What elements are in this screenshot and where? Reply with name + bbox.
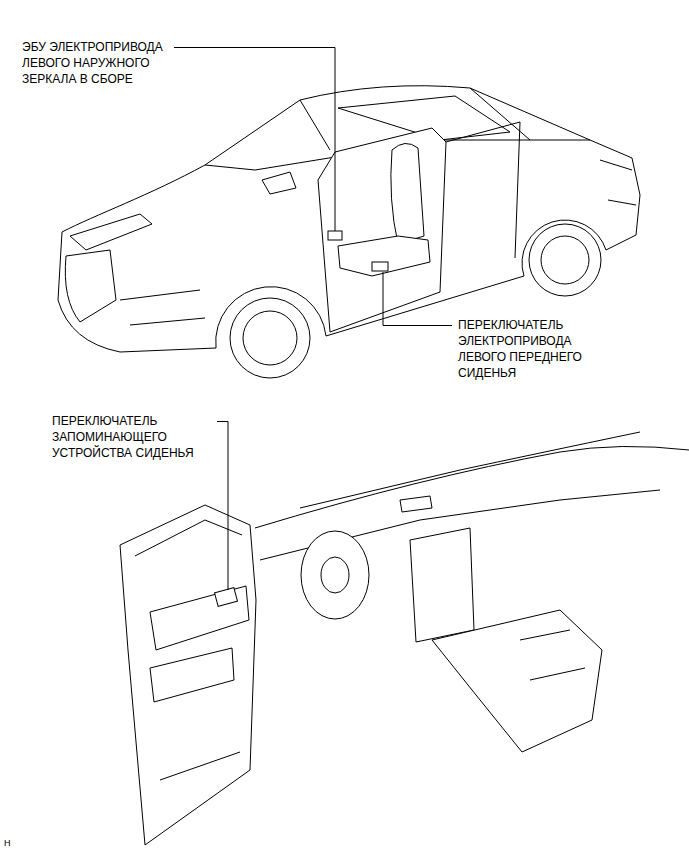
figure-code: H [4, 838, 34, 849]
headlight [70, 214, 152, 250]
front-wheel [230, 298, 310, 378]
armrest [150, 586, 249, 650]
memory-switch [215, 588, 238, 607]
steering-hub [321, 557, 349, 593]
seat-cushion [338, 236, 430, 276]
center-console [432, 610, 602, 752]
open-door [120, 505, 256, 845]
front-rim [243, 311, 297, 365]
side-mirror [262, 172, 296, 194]
door-trim [160, 752, 240, 780]
rear-rim [541, 236, 589, 284]
taillight [600, 160, 636, 205]
rear-wheel [529, 224, 601, 296]
seat-switch [372, 262, 388, 271]
leader-line [169, 48, 335, 232]
door-frame [135, 520, 242, 556]
part-label: ПЕРЕКЛЮЧАТЕЛЬ ЭЛЕКТРОПРИВОДА ЛЕВОГО ПЕРЕ… [458, 317, 608, 381]
rear-door-line [446, 122, 520, 258]
center-stack [410, 528, 474, 642]
mirror-ecu [328, 231, 342, 240]
dashboard-top [255, 446, 689, 528]
door-pocket [150, 648, 234, 702]
leader-line [383, 272, 452, 326]
part-label: ЭБУ ЭЛЕКТРОПРИВОДА ЛЕВОГО НАРУЖНОГО ЗЕРК… [22, 39, 174, 87]
bumper-line [120, 290, 205, 325]
console-line [520, 630, 585, 680]
display [400, 496, 432, 512]
part-label: ПЕРЕКЛЮЧАТЕЛЬ ЗАПОМИНАЮЩЕГО УСТРОЙСТВА С… [52, 413, 217, 461]
door-opening [318, 128, 446, 332]
steering-wheel [301, 531, 369, 619]
seat-back [391, 143, 424, 244]
car-body [58, 86, 640, 352]
grille [65, 250, 116, 322]
